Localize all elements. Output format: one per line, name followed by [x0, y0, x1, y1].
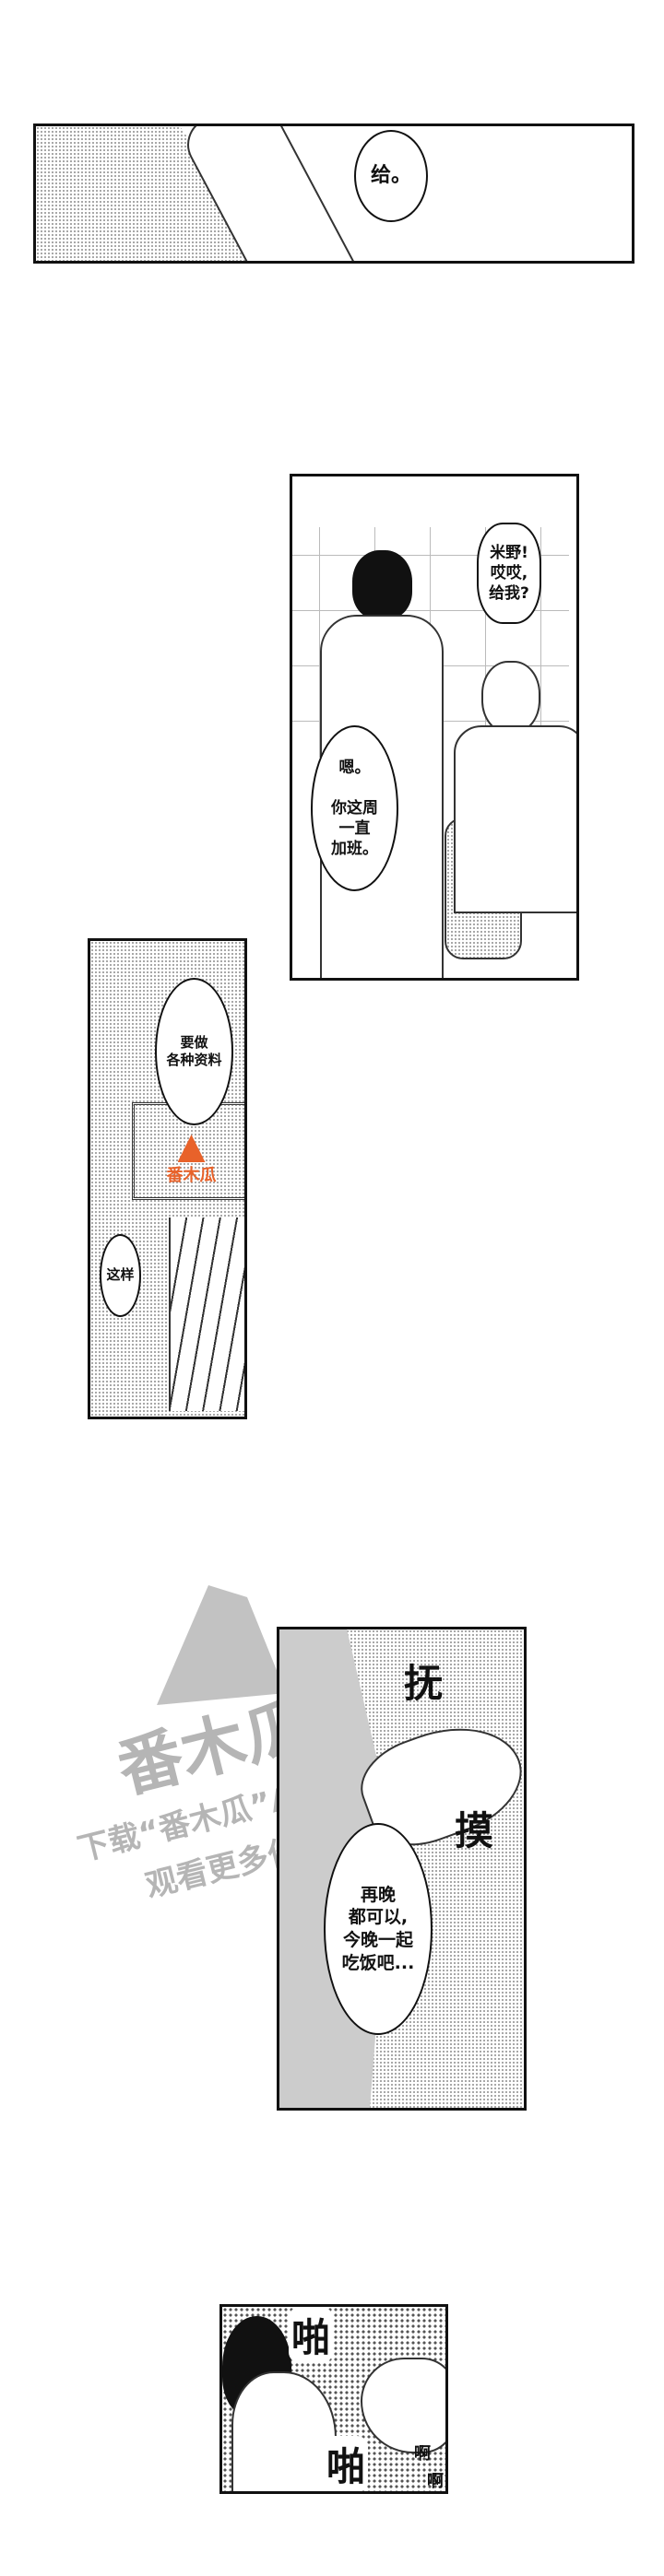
- watermark: 番木瓜 下载“番木瓜”APP 观看更多作品: [65, 1567, 452, 1935]
- speech-bubble-bottom: 这样: [100, 1234, 141, 1317]
- sound-effect-stroke: 抚: [404, 1661, 444, 1706]
- comic-panel-3: 要做 各种资料 这样 番木瓜: [88, 938, 247, 1419]
- speech-bubble-top: 要做 各种资料: [155, 978, 233, 1125]
- comic-panel-2: 米野! 哎哎, 给我? 嗯。 你这周 一直 加班。: [290, 474, 579, 981]
- dark-haired-man: [231, 2371, 337, 2491]
- sound-effect-moan-1: 啊: [414, 2444, 431, 2464]
- speech-bubble: 给。: [354, 130, 428, 222]
- sound-effect-slap-1: 啪: [289, 2307, 334, 2363]
- sound-effect-touch: 摸: [455, 1808, 494, 1853]
- stacked-boards: [169, 1217, 244, 1411]
- seated-man-body: [454, 725, 576, 913]
- comic-panel-1: 给。: [33, 124, 634, 264]
- sound-effect-slap-2: 啪: [324, 2436, 369, 2491]
- standing-man-hair: [352, 550, 412, 619]
- sound-effect-moan-2: 啊: [427, 2472, 444, 2491]
- blond-man: [361, 2358, 445, 2453]
- comic-panel-5: 啪 啪 啊 啊: [219, 2304, 448, 2494]
- logo-text: 番木瓜: [166, 1166, 217, 1185]
- seated-man-head: [481, 661, 540, 734]
- speech-bubble: 再晚 都可以, 今晚一起 吃饭吧...: [324, 1823, 433, 2035]
- speech-bubble-left: 嗯。 你这周 一直 加班。: [311, 725, 398, 891]
- comic-panel-4: 抚 摸 再晚 都可以, 今晚一起 吃饭吧...: [277, 1627, 527, 2111]
- brand-logo: 番木瓜: [157, 1135, 226, 1190]
- speech-bubble-top: 米野! 哎哎, 给我?: [477, 523, 541, 624]
- logo-mascot-icon: [177, 1135, 206, 1162]
